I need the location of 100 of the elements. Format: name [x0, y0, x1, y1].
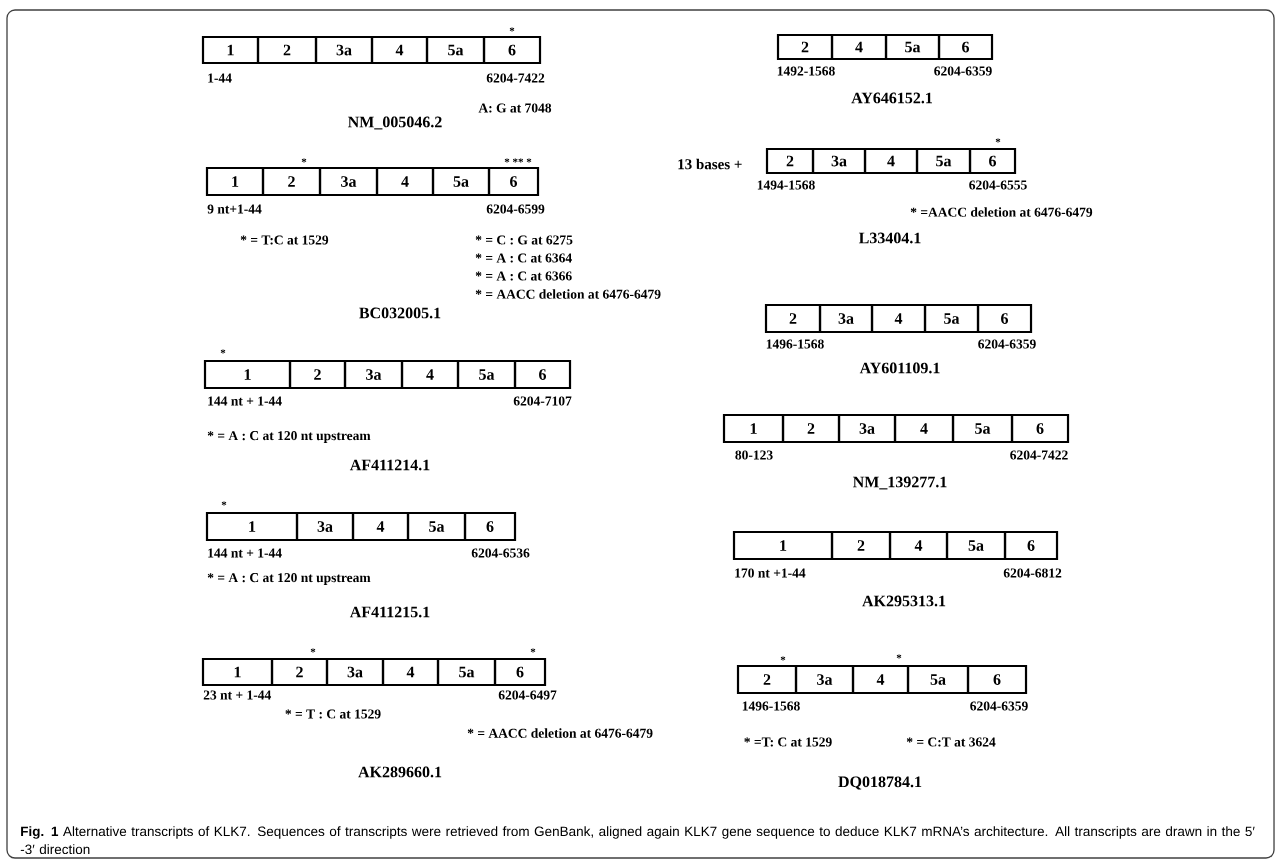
position-label: 144 nt + 1-44: [208, 396, 282, 406]
position-label: 6204-6359: [978, 339, 1036, 349]
exon-box: 4: [351, 511, 410, 542]
exon-box: 4: [863, 147, 919, 175]
exon-box: 2: [781, 413, 841, 444]
exon-box: 1: [201, 657, 274, 687]
exon-box: 3a: [318, 166, 379, 197]
exon-box: 6: [976, 303, 1033, 334]
exon-box: 3a: [837, 413, 897, 444]
position-label: 23 nt + 1-44: [203, 690, 272, 700]
exon-box: 5a: [456, 359, 517, 390]
exon-box: 4: [893, 413, 955, 444]
exon-box: 3a: [794, 664, 855, 695]
asterisk-mark: *: [896, 654, 902, 659]
exon-box: 5a: [945, 530, 1007, 561]
position-label: 80-123: [735, 450, 773, 460]
exon-box: 5a: [406, 511, 467, 542]
exon-box: 2: [256, 35, 318, 65]
position-label: 6204-6536: [471, 548, 530, 558]
exon-box: 5a: [884, 33, 941, 61]
variant-note: * = A : C at 6364: [475, 253, 572, 263]
exon-box: 6: [493, 657, 547, 687]
exon-box: 6: [463, 511, 517, 542]
accession-label: NM_139277.1: [853, 476, 947, 490]
exon-box: 6: [966, 664, 1028, 695]
variant-note: * =AACC deletion at 6476-6479: [910, 207, 1093, 217]
prefix-label: 13 bases +: [678, 158, 742, 170]
position-label: 6204-7422: [486, 73, 545, 83]
variant-note: * = T : C at 1529: [285, 709, 381, 719]
exon-box: 4: [370, 35, 429, 65]
variant-note: * = A : C at 6366: [475, 271, 572, 281]
exon-box: 6: [937, 33, 994, 61]
asterisk-mark: *: [995, 138, 1001, 143]
variant-note: * = AACC deletion at 6476-6479: [475, 289, 661, 299]
asterisk-mark: *: [780, 656, 786, 661]
position-label: 9 nt+1-44: [207, 204, 262, 214]
exon-box: 2: [736, 664, 798, 695]
position-label: 1496-1568: [766, 339, 824, 349]
position-label: 6204-6497: [498, 690, 557, 700]
exon-box: 3a: [818, 303, 874, 334]
exon-box: 1: [201, 35, 260, 65]
exon-box: 6: [1010, 413, 1070, 444]
exon-box: 4: [381, 657, 440, 687]
exon-box: 1: [722, 413, 785, 444]
variant-note: * =T: C at 1529: [744, 737, 832, 747]
position-label: 1-44: [208, 73, 232, 83]
exon-box: 1: [203, 359, 292, 390]
exon-box: 6: [482, 35, 542, 65]
exon-box: 5a: [425, 35, 486, 65]
accession-label: AY601109.1: [859, 362, 940, 374]
position-label: 144 nt + 1-44: [208, 548, 282, 558]
exon-box: 4: [888, 530, 949, 561]
accession-label: AK289660.1: [358, 766, 442, 778]
exon-box: 5a: [431, 166, 491, 197]
position-label: 6204-6359: [970, 701, 1028, 711]
position-label: 6204-6359: [934, 66, 992, 76]
exon-box: 1: [205, 511, 299, 542]
position-label: 6204-7107: [513, 396, 572, 406]
variant-note: * = A : C at 120 nt upstream: [207, 431, 371, 443]
variant-note: A: G at 7048: [478, 103, 552, 113]
exon-box: 6: [1003, 530, 1059, 561]
exon-box: 6: [513, 359, 572, 390]
exon-box: 2: [776, 33, 834, 61]
exon-box: 4: [851, 664, 910, 695]
exon-box: 4: [400, 359, 460, 390]
exon-box: 3a: [343, 359, 404, 390]
accession-label: BC032005.1: [359, 307, 441, 319]
asterisk-mark: *: [301, 158, 307, 163]
accession-label: AY646152.1: [851, 92, 932, 104]
exon-box: 3a: [811, 147, 867, 175]
variant-note: * = C:T at 3624: [906, 737, 996, 747]
exon-box: 4: [870, 303, 927, 334]
exon-box: 2: [261, 166, 322, 197]
position-label: 6204-6599: [486, 204, 545, 214]
exon-box: 2: [830, 530, 892, 561]
exon-box: 5a: [923, 303, 980, 334]
exon-box: 2: [270, 657, 329, 687]
variant-note: * = C : G at 6275: [475, 235, 573, 245]
exon-box: 2: [764, 303, 822, 334]
position-label: 170 nt +1-44: [735, 568, 806, 578]
position-label: 6204-7422: [1010, 450, 1068, 460]
asterisk-mark: * ** *: [504, 158, 532, 163]
exon-box: 5a: [915, 147, 972, 175]
exon-box: 1: [732, 530, 834, 561]
accession-label: NM_005046.2: [348, 116, 442, 130]
exon-box: 3a: [295, 511, 355, 542]
asterisk-mark: *: [310, 648, 316, 653]
accession-label: AF411214.1: [349, 459, 430, 471]
variant-note: * = T:C at 1529: [240, 235, 329, 245]
caption: Fig. 1 Alternative transcripts of KLK7. Sequences of transcripts were retrieved from GenBank, aligned again KLK7 gene sequence to deduce KLK7 mRNA’s architecture. All transcripts are drawn in the 5′ -3′ direction: [20, 826, 1255, 855]
exon-box: 4: [830, 33, 888, 61]
exon-box: 1: [205, 166, 265, 197]
accession-label: DQ018784.1: [838, 776, 922, 790]
exon-box: 5a: [951, 413, 1014, 444]
exon-box: 4: [375, 166, 435, 197]
exon-box: 6: [487, 166, 540, 197]
accession-label: AK295313.1: [862, 595, 946, 607]
asterisk-mark: *: [509, 27, 515, 32]
position-label: 1494-1568: [757, 180, 815, 190]
variant-note: * = AACC deletion at 6476-6479: [467, 728, 653, 738]
